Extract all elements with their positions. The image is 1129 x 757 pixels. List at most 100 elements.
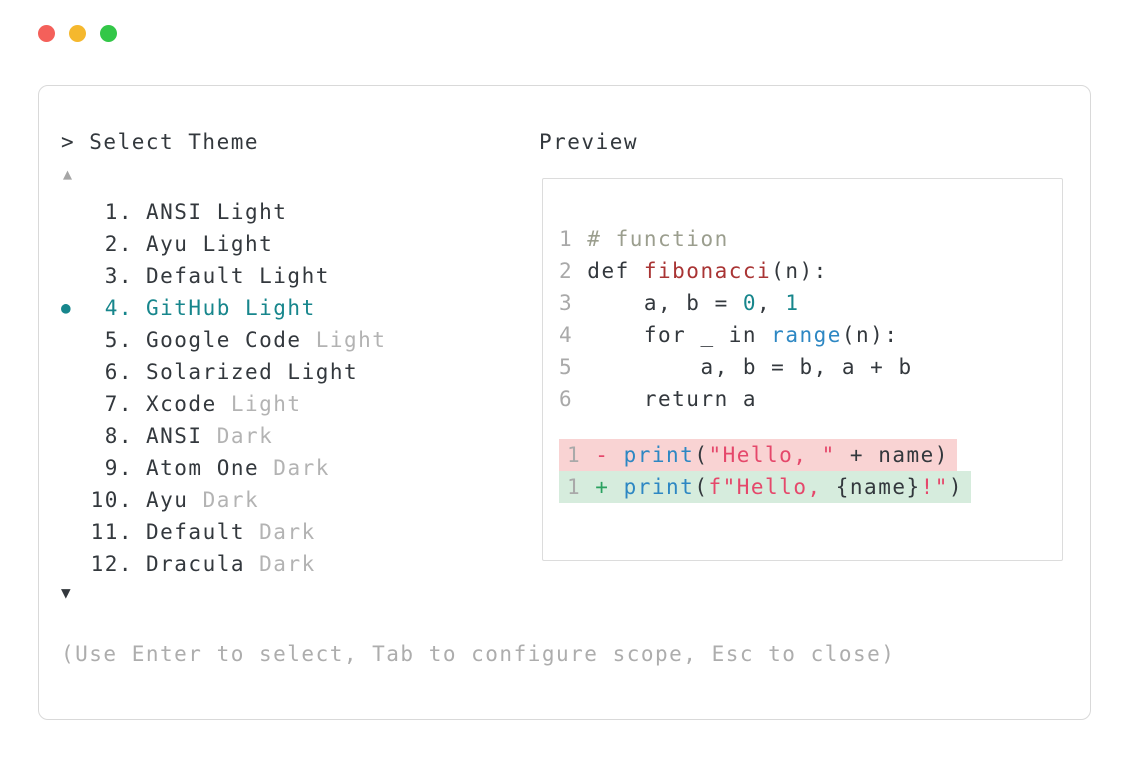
- theme-item-number: 7.: [104, 392, 133, 416]
- token-text: return a: [587, 387, 758, 411]
- token-text: {name}: [835, 475, 921, 499]
- selected-bullet-icon: [61, 228, 87, 260]
- select-theme-prompt: > Select Theme: [61, 130, 260, 154]
- line-number: 1: [559, 227, 588, 251]
- token-text: ): [948, 475, 964, 499]
- theme-item-label: ANSI Light: [146, 200, 288, 224]
- theme-item-label-muted: Dark: [259, 520, 316, 544]
- theme-picker-dialog: > Select Theme ▲ 1.ANSI Light 2.Ayu Ligh…: [38, 85, 1091, 720]
- code-line-4: 4 for _ in range(n):: [559, 319, 1062, 351]
- theme-item-label: GitHub Light: [146, 296, 316, 320]
- selected-bullet-icon: [61, 388, 87, 420]
- theme-list: 1.ANSI Light 2.Ayu Light 3.Default Light…: [61, 196, 386, 580]
- code-line-3: 3 a, b = 0, 1: [559, 287, 1062, 319]
- theme-item-label-muted: Dark: [216, 424, 274, 448]
- selected-bullet-icon: [61, 260, 87, 292]
- token-diff_minus: -: [595, 443, 624, 467]
- theme-item-label-muted: Dark: [202, 488, 260, 512]
- theme-item-label: Ayu: [146, 488, 203, 512]
- theme-item-number: 6.: [104, 360, 133, 384]
- token-string_red: f"Hello,: [708, 475, 836, 499]
- theme-item-default-light[interactable]: 3. Default Light: [61, 260, 386, 292]
- close-window-icon[interactable]: [38, 25, 55, 42]
- code-line-5: 5 a, b = b, a + b: [559, 351, 1062, 383]
- theme-item-number: 11.: [90, 520, 133, 544]
- theme-item-label: Atom One: [146, 456, 274, 480]
- token-text: (n):: [771, 259, 828, 283]
- theme-item-number: 9.: [104, 456, 133, 480]
- theme-item-ayu[interactable]: 10. Ayu Dark: [61, 484, 386, 516]
- theme-item-label: ANSI: [146, 424, 217, 448]
- selected-bullet-icon: ●: [61, 298, 73, 317]
- token-text: a, b =: [587, 291, 743, 315]
- theme-item-github-light[interactable]: ● 4. GitHub Light: [61, 292, 386, 324]
- theme-item-label: Dracula: [146, 552, 260, 576]
- theme-item-label-muted: Light: [230, 392, 302, 416]
- maximize-window-icon[interactable]: [100, 25, 117, 42]
- theme-item-google-code[interactable]: 5. Google Code Light: [61, 324, 386, 356]
- theme-item-number: 12.: [90, 552, 133, 576]
- token-text: for _ in: [587, 323, 772, 347]
- theme-item-xcode[interactable]: 7. Xcode Light: [61, 388, 386, 420]
- theme-item-label: Default: [146, 520, 260, 544]
- theme-item-dracula[interactable]: 12. Dracula Dark: [61, 548, 386, 580]
- window-controls: [38, 25, 117, 42]
- scroll-down-indicator-icon[interactable]: ▼: [61, 583, 71, 602]
- token-diff_plus: +: [595, 475, 624, 499]
- theme-item-label: Google Code: [146, 328, 316, 352]
- theme-item-solarized-light[interactable]: 6.Solarized Light: [61, 356, 386, 388]
- diff-line-del: 1 - print("Hello, " + name): [559, 439, 957, 471]
- theme-item-default[interactable]: 11. Default Dark: [61, 516, 386, 548]
- line-number: 5: [559, 355, 588, 379]
- token-text: a, b = b, a + b: [587, 355, 913, 379]
- token-string_red: !": [920, 475, 949, 499]
- code-line-6: 6 return a: [559, 383, 1062, 415]
- token-builtin_blue: print: [623, 443, 695, 467]
- scroll-up-indicator-icon[interactable]: ▲: [63, 165, 73, 183]
- theme-item-number: 8.: [104, 424, 133, 448]
- token-text: (: [694, 443, 709, 467]
- line-number: 1: [567, 443, 596, 467]
- theme-item-ansi[interactable]: 8. ANSI Dark: [61, 420, 386, 452]
- selected-bullet-icon: [61, 324, 87, 356]
- theme-item-ayu-light[interactable]: 2.Ayu Light: [61, 228, 386, 260]
- selected-bullet-icon: [61, 484, 87, 516]
- code-line-2: 2 def fibonacci(n):: [559, 255, 1062, 287]
- token-string_red: "Hello, ": [708, 443, 836, 467]
- theme-item-label-muted: Dark: [273, 456, 330, 480]
- theme-item-label: Default Light: [146, 264, 330, 288]
- selected-bullet-icon: [61, 356, 87, 388]
- token-text: + name): [835, 443, 949, 467]
- theme-item-number: 4.: [104, 296, 133, 320]
- selected-bullet-icon: [61, 196, 87, 228]
- minimize-window-icon[interactable]: [69, 25, 86, 42]
- theme-item-label-muted: Light: [315, 328, 387, 352]
- line-number: 4: [559, 323, 588, 347]
- theme-item-number: 5.: [104, 328, 133, 352]
- token-comment: # function: [587, 227, 729, 251]
- line-number: 3: [559, 291, 588, 315]
- theme-item-label: Xcode: [146, 392, 231, 416]
- token-text: (: [694, 475, 709, 499]
- selected-bullet-icon: [61, 516, 87, 548]
- token-text: (n):: [841, 323, 899, 347]
- diff-line-ins: 1 + print(f"Hello, {name}!"): [559, 471, 972, 503]
- selected-bullet-icon: [61, 452, 87, 484]
- preview-title: Preview: [539, 130, 639, 154]
- help-text: (Use Enter to select, Tab to configure s…: [61, 642, 896, 666]
- line-number: 2: [559, 259, 588, 283]
- token-function_name: fibonacci: [643, 259, 772, 283]
- theme-item-number: 3.: [104, 264, 133, 288]
- line-number: 6: [559, 387, 588, 411]
- token-number_literal: 0: [742, 291, 758, 315]
- code-line-1: 1 # function: [559, 223, 1062, 255]
- line-number: 1: [567, 475, 596, 499]
- theme-item-atom-one[interactable]: 9. Atom One Dark: [61, 452, 386, 484]
- theme-item-number: 2.: [104, 232, 133, 256]
- token-text: ,: [757, 291, 786, 315]
- selected-bullet-icon: [61, 420, 87, 452]
- theme-item-ansi-light[interactable]: 1.ANSI Light: [61, 196, 386, 228]
- theme-item-number: 10.: [90, 488, 133, 512]
- theme-item-label-muted: Dark: [259, 552, 316, 576]
